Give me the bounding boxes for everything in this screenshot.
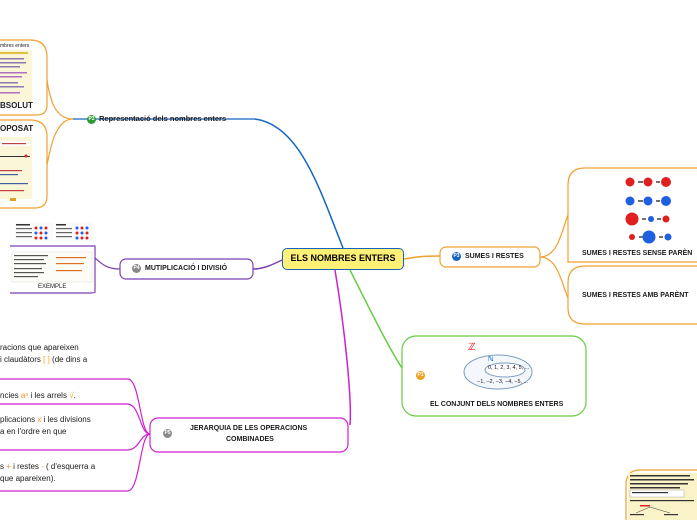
- connector-p4: [252, 259, 283, 270]
- p3-sub2-label[interactable]: SUMES I RESTES AMB PARÈNT: [582, 292, 689, 299]
- opposite-thumbnail: [0, 137, 32, 201]
- hierarchy-item-3-line1: plicacions x i les divisions: [0, 415, 91, 424]
- connector-p3: [403, 255, 441, 260]
- p2-sub1-label[interactable]: BSOLUT: [0, 101, 33, 110]
- p3-sub1-label[interactable]: SUMES I RESTES SENSE PARÈN: [582, 250, 693, 257]
- hierarchy-item-1-line1: racions que apareixen: [0, 343, 79, 352]
- hierarchy-item-1[interactable]: racions que apareixen i claudàtors [ ] (…: [0, 342, 87, 366]
- hierarchy-item-1-line2: i claudàtors [ ] (de dins a: [0, 355, 88, 364]
- natural-sequence: 0, 1, 2, 3, 4, 5, ...: [488, 365, 530, 371]
- p2-topic-label[interactable]: Representació dels nombres enters: [99, 114, 227, 123]
- hierarchy-item-4-line1: s + i restes - ( d'esquerra a: [0, 462, 96, 471]
- p2-sub2-label[interactable]: OPOSAT: [0, 124, 34, 133]
- hierarchy-item-4-line2: que apareixen).: [0, 474, 56, 483]
- p3-badge: P3: [452, 252, 461, 261]
- p5-badge: P5: [163, 429, 172, 438]
- p1-topic-label[interactable]: EL CONJUNT DELS NOMBRES ENTERS: [430, 401, 564, 408]
- p4-example-label[interactable]: EXEMPLE: [38, 284, 67, 290]
- hierarchy-item-2[interactable]: ncies aⁿ i les arrels √.: [0, 391, 76, 400]
- order-of-operations-thumbnail: [625, 469, 697, 520]
- p5-topic-label-line2: COMBINADES: [226, 436, 274, 443]
- p3-topic-label[interactable]: SUMES I RESTES: [465, 253, 524, 260]
- p2-badge: P2: [87, 115, 96, 124]
- negative-sequence: −1, −2, −3, −4, −5, ...: [477, 379, 529, 385]
- hierarchy-item-4[interactable]: s + i restes - ( d'esquerra a que aparei…: [0, 461, 95, 485]
- n-symbol: ℕ: [488, 356, 494, 363]
- central-topic[interactable]: ELS NOMBRES ENTERS: [282, 248, 404, 270]
- p2-sub1-title: mbres enters: [0, 43, 30, 49]
- sums-diagram: [625, 177, 672, 244]
- connector-p5: [334, 269, 352, 426]
- connector-p2: [254, 118, 344, 249]
- hierarchy-item-3[interactable]: plicacions x i les divisions a en l'ordr…: [0, 414, 91, 438]
- p4-topic-label[interactable]: MUTIPLICACIÓ I DIVISIÓ: [145, 265, 228, 272]
- z-symbol: ℤ: [468, 342, 476, 353]
- p5-topic-label-line1[interactable]: JERARQUIA DE LES OPERACIONS: [190, 425, 308, 432]
- multiplication-thumbnail: [11, 222, 93, 283]
- naturals-set-ellipse: [484, 362, 526, 378]
- hierarchy-item-3-line2: a en l'ordre en que: [0, 427, 67, 436]
- absolute-value-thumbnail: [0, 50, 32, 102]
- connector-p1: [349, 269, 408, 376]
- p1-badge: P1: [416, 371, 425, 380]
- p4-badge: P4: [132, 264, 141, 273]
